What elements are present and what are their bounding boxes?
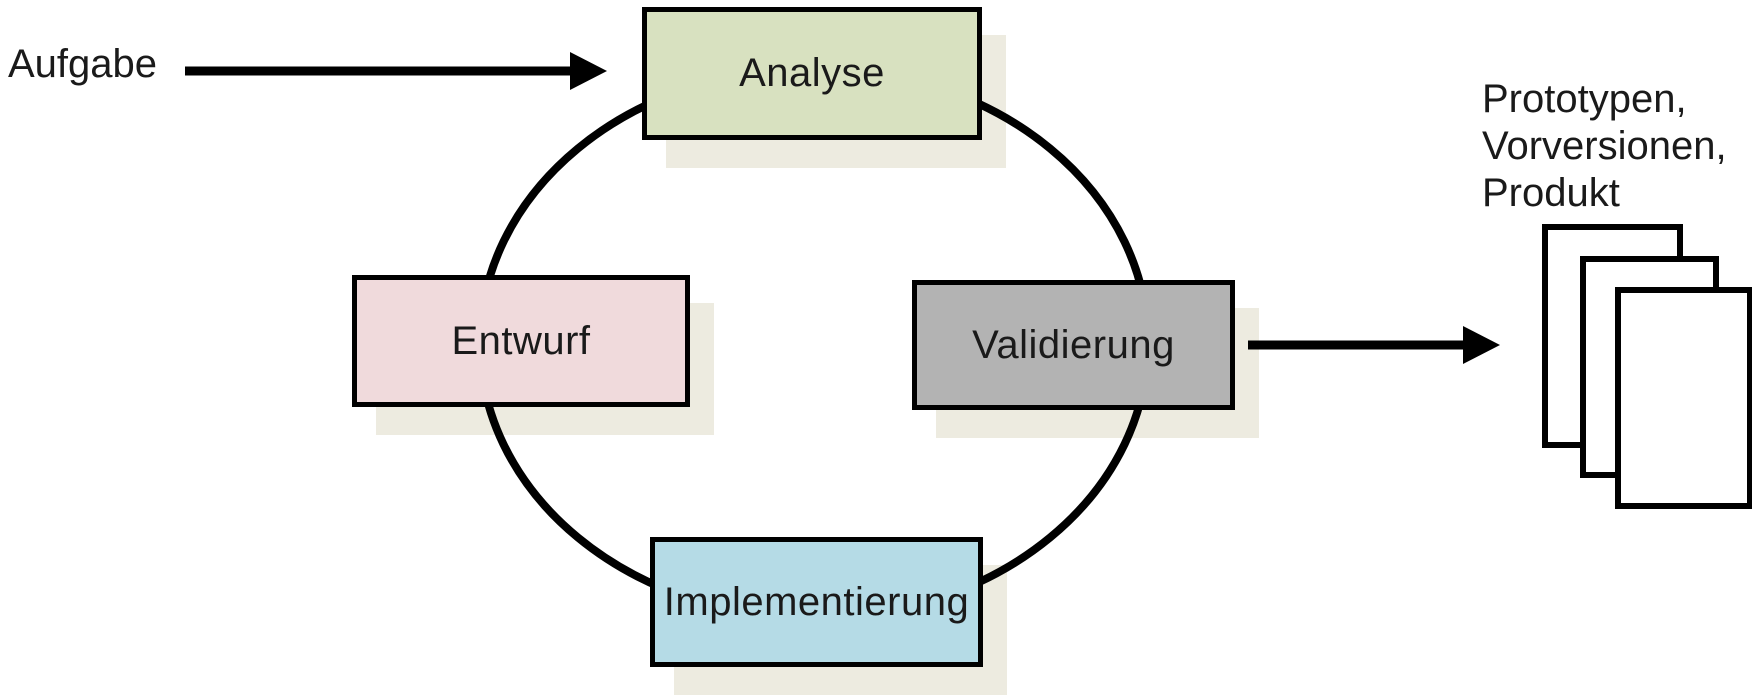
output-arrow xyxy=(1248,326,1500,364)
node-validierung: Validierung xyxy=(912,280,1235,410)
node-analyse-label: Analyse xyxy=(739,51,885,95)
input-arrow xyxy=(185,52,607,90)
node-entwurf: Entwurf xyxy=(352,275,690,407)
node-implementierung-label: Implementierung xyxy=(663,579,970,624)
document-stack-icon xyxy=(1542,224,1752,509)
input-arrowhead-icon xyxy=(570,52,607,90)
output-label: Prototypen, Vorversionen, Produkt xyxy=(1482,77,1727,215)
node-analyse: Analyse xyxy=(642,7,982,140)
page-front xyxy=(1615,287,1752,509)
node-validierung-label: Validierung xyxy=(972,322,1175,367)
output-arrowhead-icon xyxy=(1463,326,1500,364)
input-label: Aufgabe xyxy=(8,42,158,86)
node-entwurf-label: Entwurf xyxy=(451,318,591,363)
node-implementierung: Implementierung xyxy=(650,537,983,667)
